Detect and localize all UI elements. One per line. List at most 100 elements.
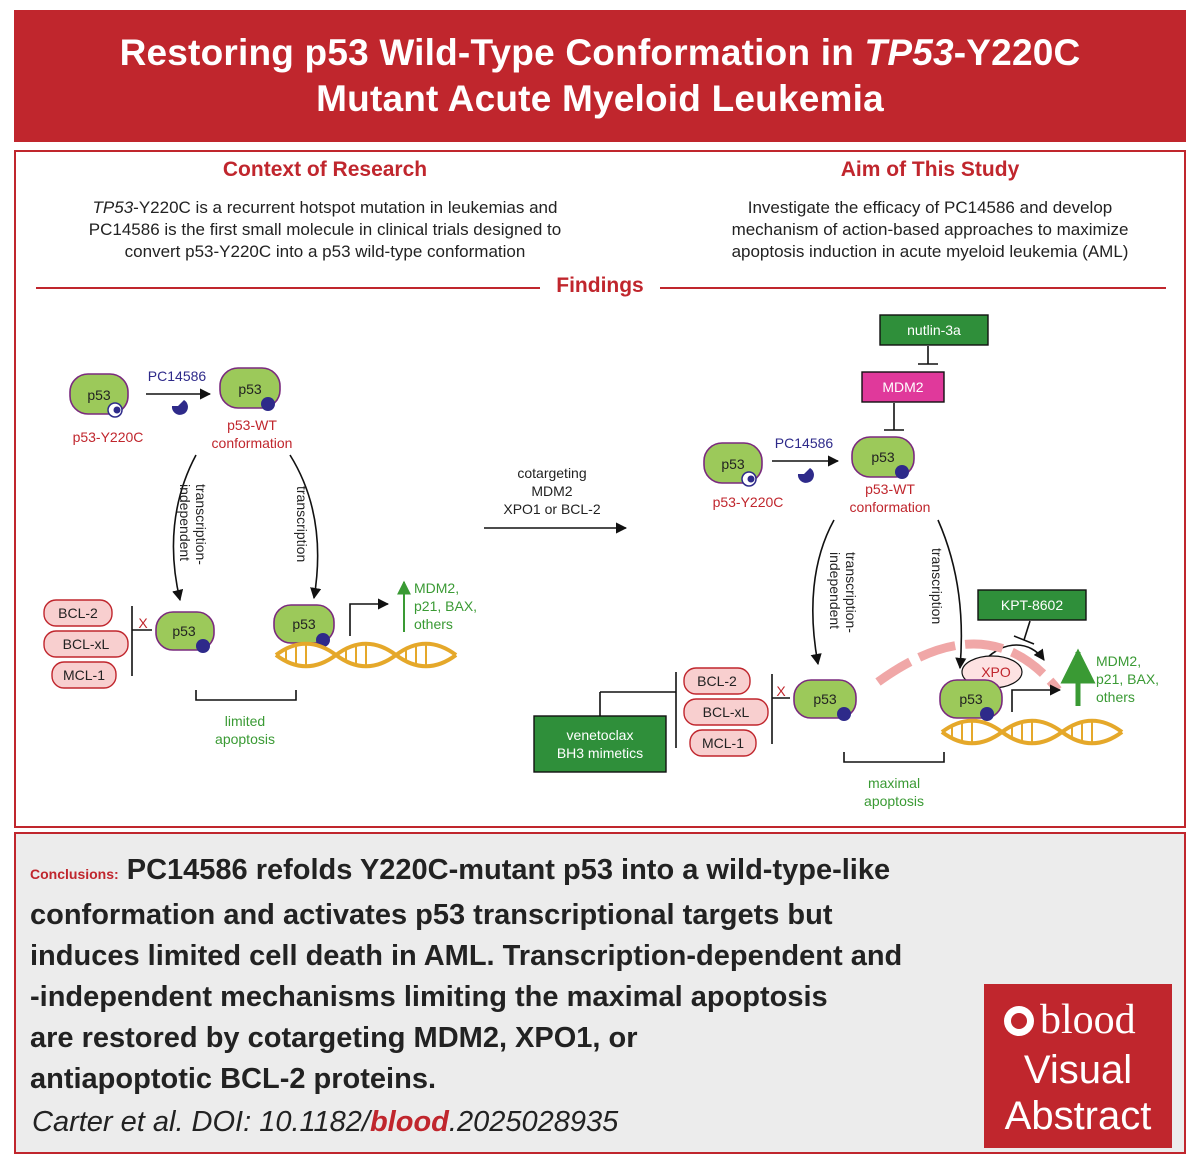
arrow-targets-left [349,598,390,636]
cotargeting-label-1: cotargeting [517,465,586,481]
x-mark-left: X [138,615,148,631]
svg-text:conformation: conformation [212,435,293,451]
svg-text:PC14586: PC14586 [148,368,207,384]
cotargeting-label-2: MDM2 [531,483,572,499]
label-tx-left: transcription [294,486,310,562]
targets-right-1: MDM2, [1096,653,1141,669]
svg-text:MCL-1: MCL-1 [63,667,105,683]
p53-bound-right: p53 [793,679,857,721]
aim-heading: Aim of This Study [840,158,1020,181]
inhibit-kpt [1013,620,1035,645]
findings-rule-left [36,287,540,289]
arrow-targets-right [1011,684,1062,712]
targets-left-3: others [414,616,453,632]
cotargeting-label-3: XPO1 or BCL-2 [503,501,600,517]
antiapoptotic-left: BCL-2 BCL-xL MCL-1 [43,599,129,689]
aim-text: Investigate the efficacy of PC14586 and … [731,198,1129,261]
label-ti-left: transcription- independent [177,484,209,565]
svg-text:p53: p53 [871,449,895,465]
p53-dna-right: p53 [939,679,1003,721]
svg-text:KPT-8602: KPT-8602 [1001,597,1063,613]
svg-text:transcription: transcription [929,548,945,624]
badge-visual: Visual [1023,1048,1133,1092]
arrow-ti-left [172,454,197,602]
svg-text:p53: p53 [721,456,745,472]
svg-text:p53: p53 [292,616,316,632]
svg-text:venetoclax: venetoclax [567,727,634,743]
dna-helix-right [940,718,1124,746]
svg-text:p53-Y220C: p53-Y220C [73,429,144,445]
svg-text:p53: p53 [813,691,837,707]
svg-text:BH3 mimetics: BH3 mimetics [557,745,643,761]
limited-label-1: limited [225,713,265,729]
pc14586-drug-left: PC14586 [146,368,212,415]
svg-text:p53: p53 [959,691,983,707]
nutlin-box: nutlin-3a [879,314,989,346]
context-heading: Context of Research [222,158,428,181]
blood-visual-abstract-badge: blood Visual Abstract [984,984,1172,1148]
p53-wt-left: p53 p53-WT conformation [212,367,293,451]
venetoclax-box: venetoclax BH3 mimetics [533,715,667,773]
svg-text:BCL-2: BCL-2 [697,673,737,689]
limited-label-2: apoptosis [215,731,275,747]
blood-logo: blood [1040,997,1136,1043]
svg-text:MDM2: MDM2 [882,379,923,395]
svg-text:conformation: conformation [850,499,931,515]
x-mark-right: X [776,683,786,699]
label-ti-right: transcription- independent [827,552,859,633]
p53-wt-right: p53 p53-WT conformation [850,436,931,515]
arrow-ti-right [810,519,835,666]
arrow-tx-left [289,454,322,600]
kpt-box: KPT-8602 [977,589,1087,621]
targets-right-3: others [1096,689,1135,705]
arrow-xpo-export [984,644,1045,661]
svg-text:PC14586: PC14586 [775,435,834,451]
venetoclax-link [599,691,676,716]
findings-rule-right [660,287,1166,289]
arrow-tx-right [937,519,967,670]
title-line-2: Mutant Acute Myeloid Leukemia [316,78,884,119]
nuclear-membrane [875,639,1062,693]
svg-text:BCL-xL: BCL-xL [703,704,750,720]
targets-left-2: p21, BAX, [414,598,477,614]
p53-y220c-left: p53 p53-Y220C [69,373,144,445]
p53-bound-left: p53 [155,611,215,653]
svg-text:p53-WT: p53-WT [865,481,915,497]
badge-abstract: Abstract [1004,1094,1152,1138]
svg-text:BCL-xL: BCL-xL [63,636,110,652]
p53-dna-left: p53 [273,604,335,647]
context-text: TP53-Y220C is a recurrent hotspot mutati… [88,198,562,261]
p53-y220c-right: p53 p53-Y220C [703,442,783,510]
maximal-label-2: apoptosis [864,793,924,809]
mdm2-box: MDM2 [861,371,945,403]
pc14586-drug-right: PC14586 [772,435,840,483]
svg-text:MCL-1: MCL-1 [702,735,744,751]
svg-text:p53: p53 [87,387,111,403]
targets-left-1: MDM2, [414,580,459,596]
title-line-1: Restoring p53 Wild-Type Conformation in … [119,32,1081,73]
svg-text:p53: p53 [172,623,196,639]
svg-text:nutlin-3a: nutlin-3a [907,322,961,338]
blood-seal-icon [1004,1006,1034,1036]
citation: Carter et al. DOI: 10.1182/blood.2025028… [32,1106,619,1138]
label-tx-right: transcription [929,548,945,624]
svg-text:independent: independent [827,552,843,629]
svg-text:XPO: XPO [981,664,1011,680]
conclusions-label: Conclusions: [30,866,119,882]
antiapoptotic-right: BCL-2 BCL-xL MCL-1 [683,667,769,757]
svg-text:p53: p53 [238,381,262,397]
inhibit-nutlin [918,346,938,365]
maximal-label-1: maximal [868,775,920,791]
bracket-left [195,690,297,701]
svg-text:transcription: transcription [294,486,310,562]
svg-text:p53-WT: p53-WT [227,417,277,433]
dna-helix-left [274,641,458,669]
svg-text:BCL-2: BCL-2 [58,605,98,621]
bracket-right [843,752,945,763]
svg-text:transcription-: transcription- [843,552,859,633]
svg-text:transcription-: transcription- [193,484,209,565]
inhibit-mdm2 [884,403,904,431]
svg-text:independent: independent [177,484,193,561]
conclusions-text: Conclusions: PC14586 refolds Y220C-mutan… [30,854,903,1095]
